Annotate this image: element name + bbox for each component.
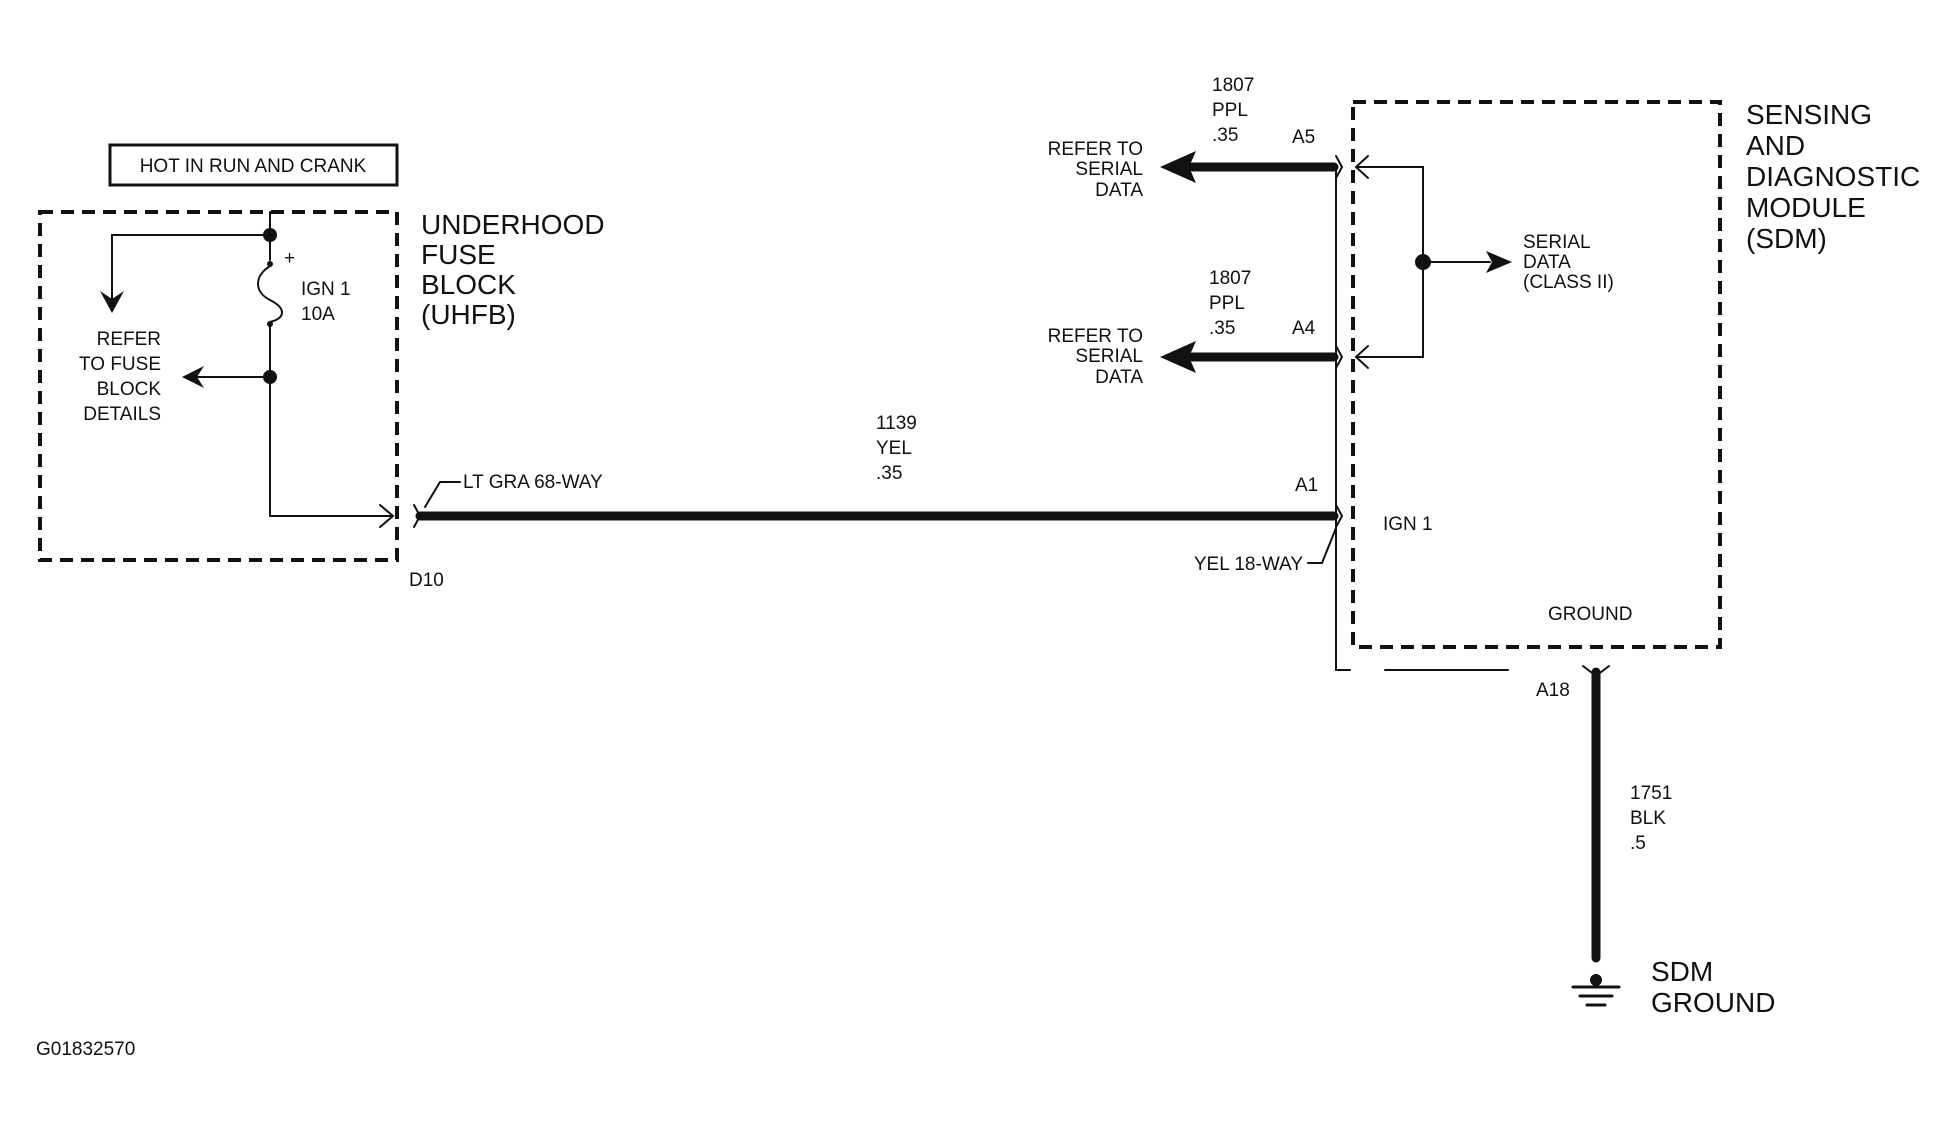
svg-text:SDM: SDM — [1651, 956, 1713, 987]
serial-data-class2-label: SERIAL DATA (CLASS II) — [1523, 232, 1614, 293]
ign1-input-label: IGN 1 — [1383, 514, 1433, 535]
svg-text:1751: 1751 — [1630, 783, 1672, 804]
hot-in-run-box — [108, 143, 399, 187]
svg-text:SERIAL: SERIAL — [1523, 232, 1591, 253]
svg-text:DATA: DATA — [1095, 180, 1143, 201]
a4-internal-terminal — [1354, 345, 1369, 369]
wire-1139-label: 1139 YEL .35 — [876, 413, 917, 484]
yel-18-way-leader — [1307, 527, 1337, 564]
serial-data-arrow-icon — [1486, 251, 1512, 273]
svg-text:REFER: REFER — [97, 329, 161, 350]
fuse-name: IGN 1 — [301, 279, 351, 300]
arrow-left-icon — [182, 366, 204, 388]
svg-text:SENSING: SENSING — [1746, 99, 1872, 130]
svg-text:DATA: DATA — [1523, 252, 1571, 273]
a5-internal-terminal — [1354, 155, 1369, 179]
svg-text:1807: 1807 — [1212, 75, 1254, 96]
svg-text:.5: .5 — [1630, 833, 1646, 854]
refer-fuse-details: REFER TO FUSE BLOCK DETAILS — [79, 329, 161, 425]
lt-gra-connector-label: LT GRA 68-WAY — [463, 472, 603, 493]
svg-text:PPL: PPL — [1212, 100, 1248, 121]
serial-bus-internal — [1357, 166, 1424, 358]
svg-text:DETAILS: DETAILS — [83, 404, 161, 425]
svg-text:REFER TO: REFER TO — [1048, 326, 1143, 347]
d10-female-terminal — [379, 504, 395, 528]
svg-text:(CLASS II): (CLASS II) — [1523, 272, 1614, 293]
sdm-title: SENSING AND DIAGNOSTIC MODULE (SDM) — [1746, 99, 1920, 254]
fuse-plus-label: + — [284, 248, 295, 269]
uhfb-outline — [38, 210, 399, 562]
sdm-ground-label: SDM GROUND — [1651, 956, 1775, 1018]
svg-text:DATA: DATA — [1095, 367, 1143, 388]
pin-a1-label: A1 — [1295, 475, 1318, 496]
svg-text:BLK: BLK — [1630, 808, 1666, 829]
fuse-rating: 10A — [301, 304, 335, 325]
svg-text:SERIAL: SERIAL — [1075, 159, 1143, 180]
a4-terminal — [1335, 345, 1344, 369]
svg-text:(SDM): (SDM) — [1746, 223, 1827, 254]
pin-a4-label: A4 — [1292, 318, 1316, 339]
svg-text:.35: .35 — [1209, 318, 1235, 339]
svg-text:FUSE: FUSE — [421, 239, 496, 270]
svg-text:.35: .35 — [1212, 125, 1238, 146]
svg-text:REFER TO: REFER TO — [1048, 139, 1143, 160]
uhfb-title: UNDERHOOD FUSE BLOCK (UHFB) — [421, 209, 605, 330]
svg-text:PPL: PPL — [1209, 293, 1245, 314]
ground-symbol-icon — [1571, 974, 1621, 1007]
svg-text:UNDERHOOD: UNDERHOOD — [421, 209, 605, 240]
svg-text:SERIAL: SERIAL — [1075, 346, 1143, 367]
svg-text:BLOCK: BLOCK — [421, 269, 516, 300]
svg-text:AND: AND — [1746, 130, 1805, 161]
yel-18-way-label: YEL 18-WAY — [1194, 554, 1303, 575]
refer-serial-data-bottom: REFER TO SERIAL DATA — [1048, 326, 1144, 388]
svg-text:1807: 1807 — [1209, 268, 1251, 289]
arrow-down-icon — [100, 291, 124, 313]
a5-terminal — [1335, 155, 1344, 179]
svg-text:GROUND: GROUND — [1651, 987, 1775, 1018]
wire-1807-a4-label: 1807 PPL .35 — [1209, 268, 1251, 339]
hot-in-run-label: HOT IN RUN AND CRANK — [140, 156, 367, 177]
fuse-icon — [257, 265, 283, 323]
serial-arrow-bottom-icon — [1160, 341, 1196, 373]
svg-text:TO FUSE: TO FUSE — [79, 354, 161, 375]
sdm-outline — [1351, 100, 1722, 649]
wire-1751-label: 1751 BLK .5 — [1630, 783, 1672, 854]
wire-1807-a5-label: 1807 PPL .35 — [1212, 75, 1254, 146]
sdm-connector-outline — [1335, 169, 1351, 671]
lt-gra-leader — [424, 481, 461, 508]
pin-a5-label: A5 — [1292, 127, 1315, 148]
pin-a18-label: A18 — [1536, 680, 1570, 701]
d10-label: D10 — [409, 570, 444, 591]
a1-terminal — [1335, 504, 1344, 528]
svg-text:.35: .35 — [876, 463, 902, 484]
svg-text:YEL: YEL — [876, 438, 912, 459]
svg-text:MODULE: MODULE — [1746, 192, 1866, 223]
svg-text:1139: 1139 — [876, 413, 917, 434]
fuse-terminal-top — [267, 261, 273, 267]
serial-arrow-top-icon — [1160, 151, 1196, 183]
svg-text:DIAGNOSTIC: DIAGNOSTIC — [1746, 161, 1920, 192]
figure-id: G01832570 — [36, 1039, 135, 1060]
svg-text:(UHFB): (UHFB) — [421, 299, 516, 330]
ground-internal-label: GROUND — [1548, 604, 1632, 625]
refer-serial-data-top: REFER TO SERIAL DATA — [1048, 139, 1144, 201]
refer-branch-top — [111, 234, 271, 306]
svg-text:BLOCK: BLOCK — [97, 379, 162, 400]
